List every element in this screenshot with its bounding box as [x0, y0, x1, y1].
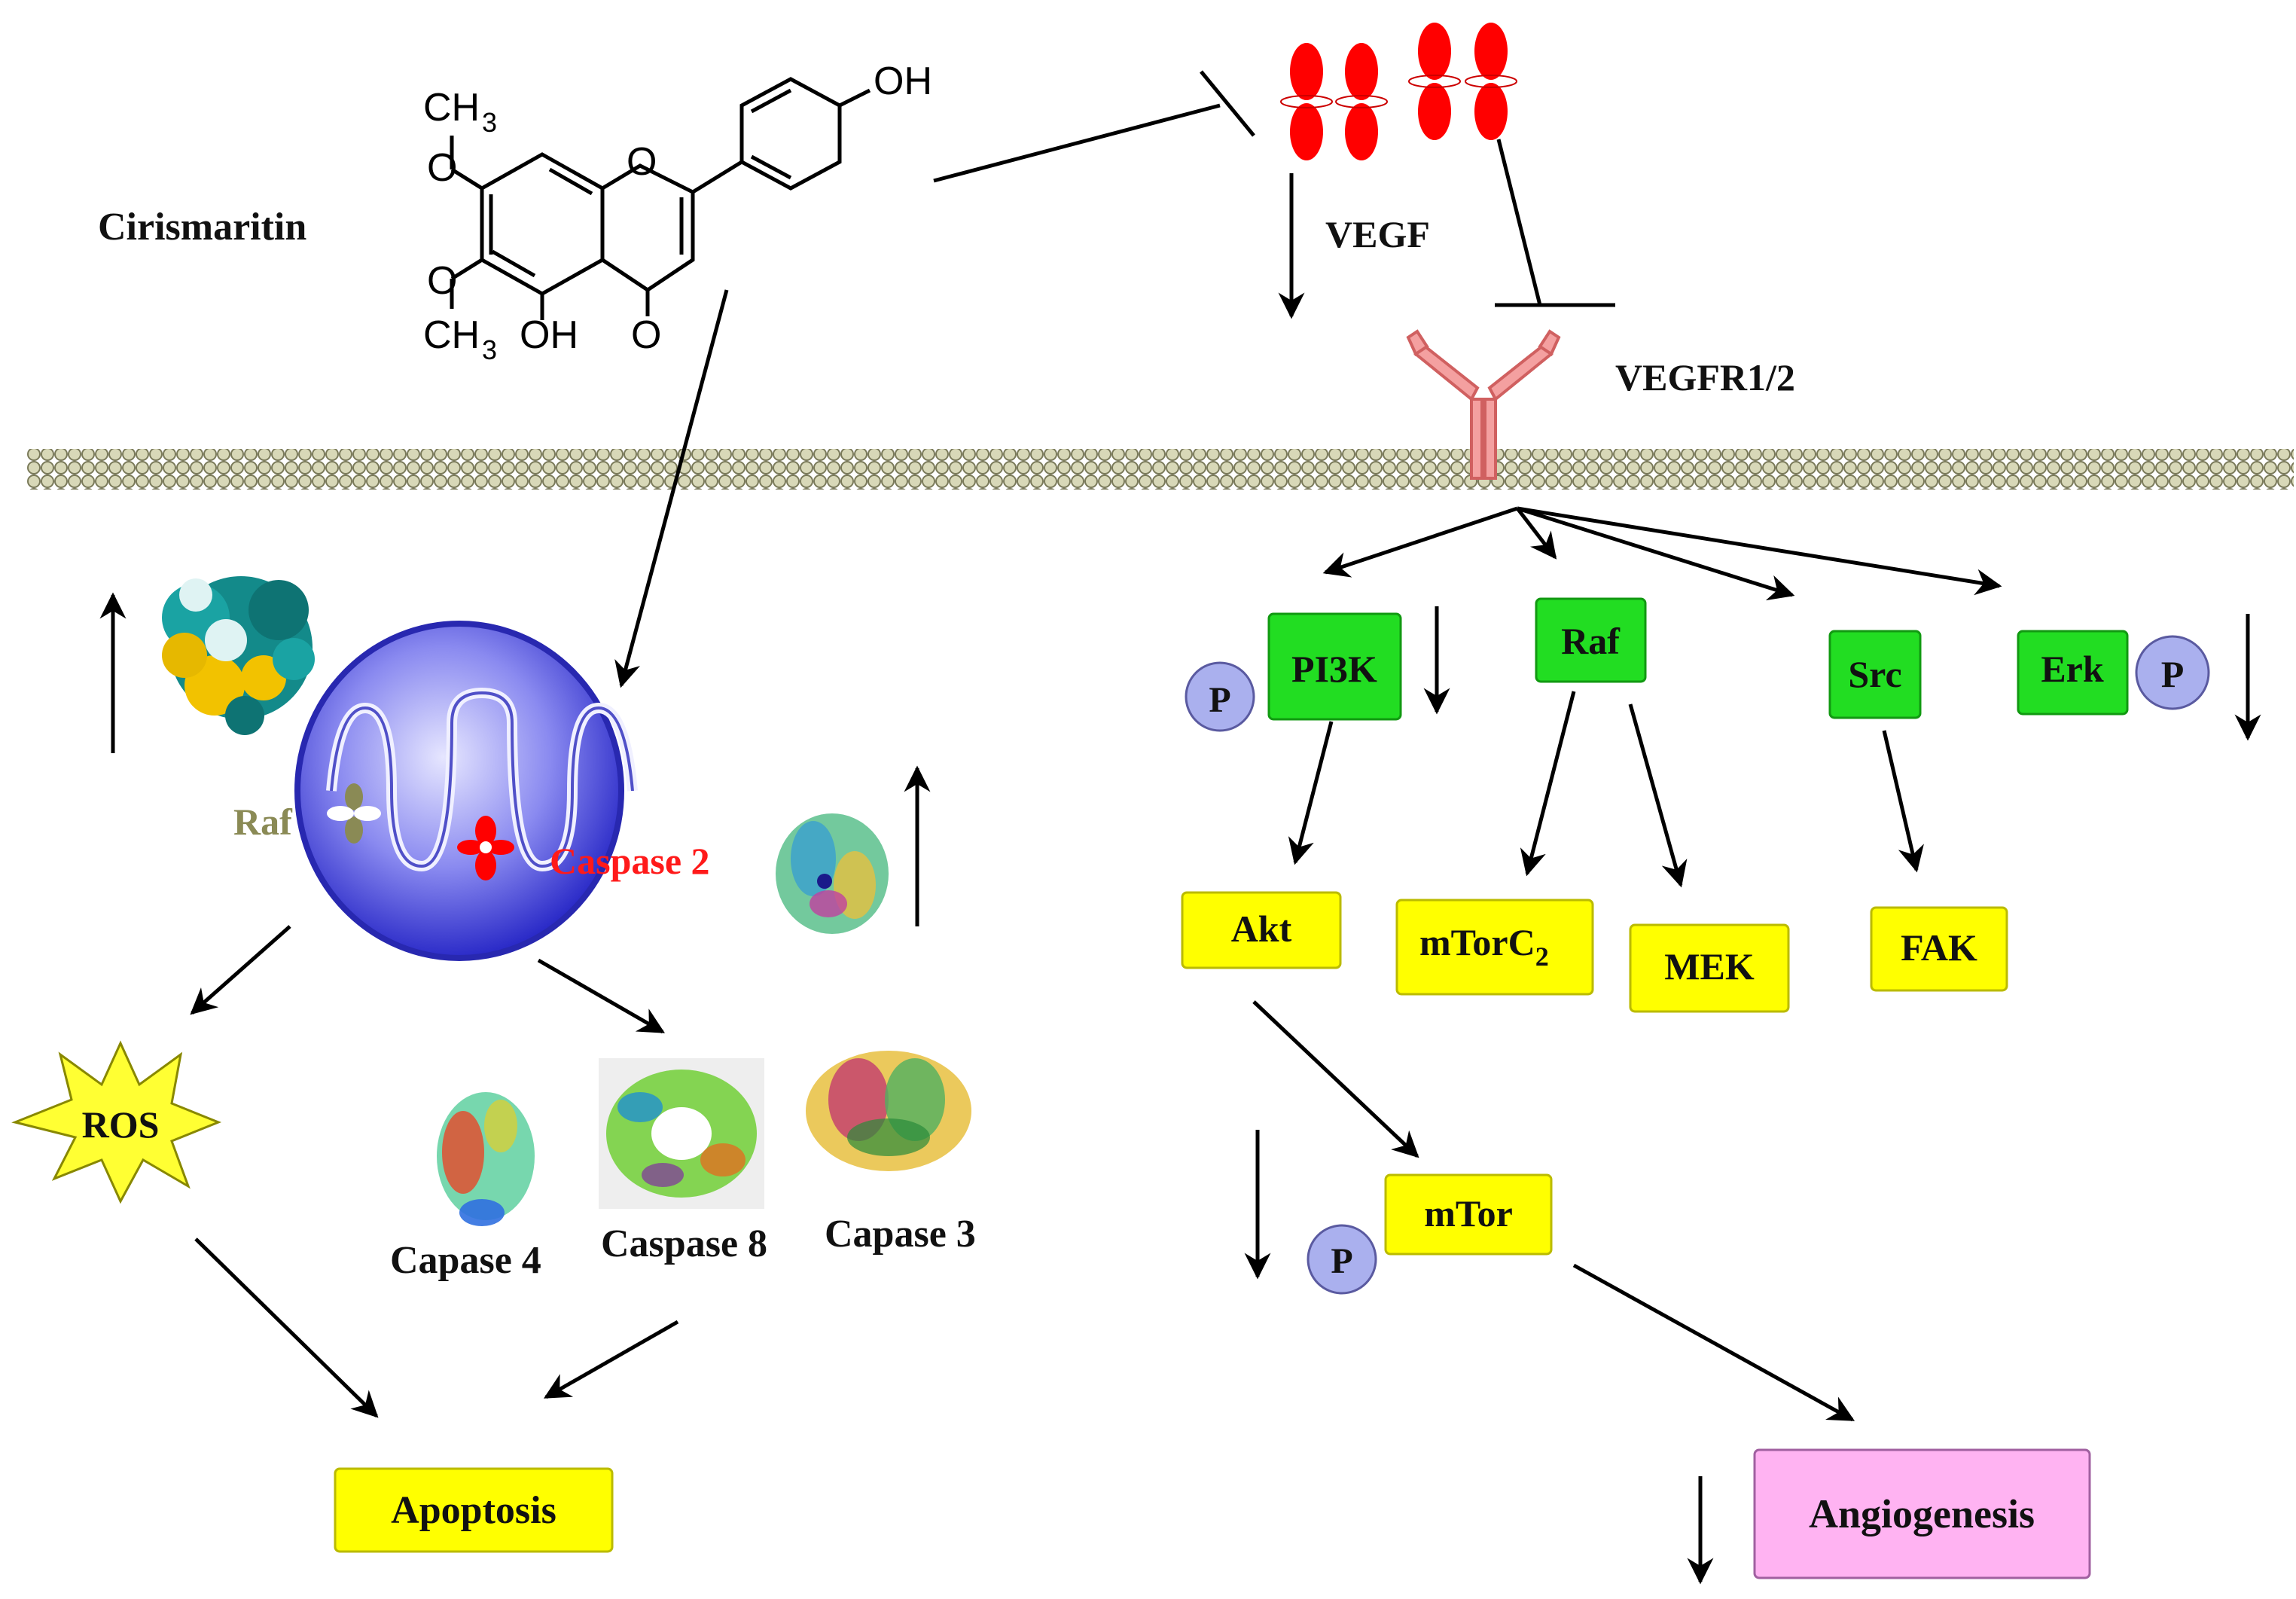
caspase4-label: Capase 4: [390, 1239, 541, 1282]
ros-node: ROS: [11, 1040, 222, 1204]
mek-label: MEK: [1664, 945, 1755, 987]
mito-output-arrows: [190, 925, 666, 1034]
cell-membrane: [27, 449, 2294, 490]
src-node: Src: [1828, 630, 1922, 719]
caspase3-label: Capase 3: [825, 1213, 976, 1256]
atom-o-ring: O: [627, 140, 657, 184]
raf-node: Raf: [1535, 597, 1647, 683]
caspase2-protein-image: [776, 813, 889, 934]
angiogenesis-label: Angiogenesis: [1809, 1491, 2035, 1536]
structure-atoms: CH 3 O O CH 3 OH O O OH: [423, 60, 932, 365]
receptor-label: VEGFR1/2: [1615, 356, 1795, 398]
apoptosis-node: Apoptosis: [334, 1467, 614, 1553]
angiogenesis-node: Angiogenesis: [1753, 1448, 2091, 1579]
vegfr-receptor: [1406, 329, 1561, 480]
inhibition-receptor: [1495, 139, 1615, 307]
atom-ch3-top-sub: 3: [482, 107, 497, 138]
mtorc2-node: mTorC2: [1395, 899, 1594, 996]
mito-raf-label: Raf: [233, 801, 293, 843]
atom-oh-ring-a: OH: [520, 313, 578, 357]
pi3k-phospho: P: [1209, 680, 1230, 720]
vegf-label: VEGF: [1325, 213, 1430, 255]
receptor-branch-arrows: [1322, 506, 2002, 601]
inhibition-vegf: [933, 70, 1255, 183]
kinase-effector-arrows: [1288, 691, 1924, 888]
erk-node: Erk P: [2017, 630, 2210, 716]
mtor-phospho: P: [1331, 1241, 1352, 1281]
apoptosis-arrows: [194, 1237, 679, 1418]
mtor-node: mTor P: [1307, 1173, 1553, 1295]
caspase3-protein-image: [806, 1051, 971, 1171]
mitochondrion: [294, 621, 638, 961]
atom-o-methoxy-a: O: [427, 146, 457, 190]
atom-o-methoxy-b: O: [427, 259, 457, 303]
caspase4-protein-image: [437, 1092, 535, 1226]
atom-o-keto: O: [631, 313, 661, 357]
fak-node: FAK: [1870, 906, 2008, 992]
raf-label: Raf: [1561, 620, 1621, 662]
apoptosis-label: Apoptosis: [391, 1489, 556, 1532]
akt-mtor-arrow: [1252, 1000, 1419, 1158]
pi3k-node: PI3K P: [1185, 612, 1402, 732]
mtorc2-label: mTorC2: [1419, 921, 1549, 972]
raf-protein-image: [162, 576, 315, 735]
compound-name: Cirismaritin: [98, 206, 306, 249]
mtor-angio-arrow: [1572, 1263, 1855, 1422]
atom-ch3-bottom: CH: [423, 313, 480, 357]
erk-phospho: P: [2161, 653, 2185, 695]
compound-mito-arrow: [614, 289, 729, 688]
mtor-label: mTor: [1424, 1192, 1513, 1234]
caspase8-protein-image: [599, 1058, 764, 1209]
fak-label: FAK: [1901, 926, 1977, 969]
pi3k-label: PI3K: [1291, 648, 1377, 690]
akt-label: Akt: [1231, 908, 1292, 950]
flavone-structure: [450, 77, 871, 320]
mito-caspase2-label: Caspase 2: [550, 840, 710, 882]
akt-node: Akt: [1181, 891, 1342, 969]
atom-oh-phenyl: OH: [874, 60, 932, 103]
atom-ch3-bottom-sub: 3: [482, 334, 497, 365]
ros-label: ROS: [82, 1103, 160, 1146]
caspase8-label: Caspase 8: [601, 1222, 767, 1265]
src-label: Src: [1848, 653, 1901, 695]
mek-node: MEK: [1629, 923, 1790, 1013]
atom-ch3-top: CH: [423, 86, 480, 130]
vegf-molecules: [1280, 23, 1517, 160]
erk-label: Erk: [2041, 648, 2104, 690]
